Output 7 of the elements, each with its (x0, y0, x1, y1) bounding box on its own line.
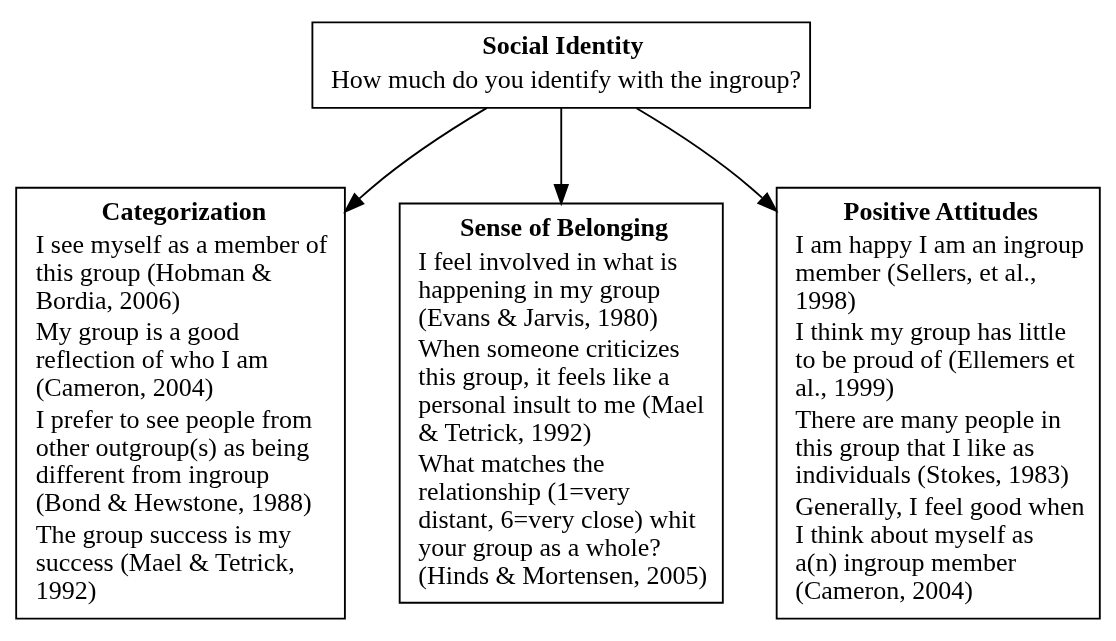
node-box: Positive Attitudes I am happy I am an ingroup member (Sellers, et al., 1998) I think my group has little to be proud of (Ellemers et al., 1999) There are many people in this group that I like as individuals (Stokes, 1983) Generally, I feel good when I think about myself as a(n) ingroup member (Cameron, 2004) (775, 186, 1101, 620)
arrow (343, 106, 488, 214)
node-box: Sense of Belonging I feel involved in what is happening in my group (Evans & Jarvis, 1980) When someone criticizes this group, it feels like a personal insult to me (Mael & Tetrick, 1992) What matches the relationship (1=very distant, 6=very close) whit your group as a whole? (Hinds & Mortensen, 2005) (398, 202, 724, 604)
node-box: Categorization I see myself as a member of this group (Hobman & Bordia, 2006) My group is a good reflection of who I am (Cameron, 2004) I prefer to see people from other outgroup(s) as being different from ingroup (Bond & Hewstone, 1988) The group success is my success (Mael & Tetrick, 1992) (15, 186, 346, 620)
node-box: Social Identity How much do you identify with the ingroup? (311, 21, 812, 109)
arrow (553, 107, 570, 207)
arrow (635, 107, 779, 213)
